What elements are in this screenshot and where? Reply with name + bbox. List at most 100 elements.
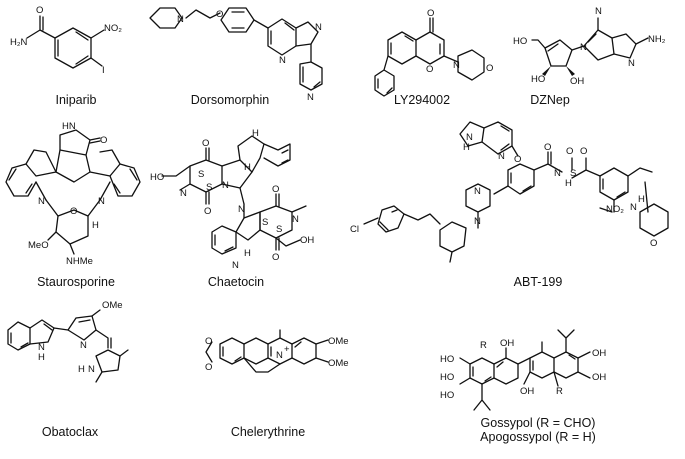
atom-label: N xyxy=(222,180,229,191)
atom-label: O xyxy=(272,184,279,195)
molecule-chelerythrine: O O N + OMe OMe Chelerythrine xyxy=(205,329,349,439)
atom-label: HO xyxy=(440,354,454,365)
atom-label: N xyxy=(232,260,239,271)
atom-label: Cl xyxy=(350,224,359,235)
atom-label: NH₂ xyxy=(648,34,666,45)
atom-label: H xyxy=(463,142,470,153)
atom-label: O xyxy=(486,63,493,74)
atom-label: N xyxy=(630,202,637,213)
atom-label: MeO xyxy=(28,240,49,251)
atom-label: OH xyxy=(570,76,584,87)
atom-label: N xyxy=(292,214,299,225)
atom-label: N xyxy=(177,14,184,25)
atom-label: NO₂ xyxy=(104,23,122,34)
atom-label: N xyxy=(88,364,95,375)
atom-label: I xyxy=(102,65,105,76)
atom-label: N xyxy=(453,60,460,71)
atom-label: O xyxy=(272,252,279,263)
atom-label: O xyxy=(100,135,107,146)
atom-label: O xyxy=(216,9,223,20)
atom-label: H xyxy=(92,220,99,231)
atom-label: OH xyxy=(500,338,514,349)
compound-name: Obatoclax xyxy=(42,425,99,439)
atom-label: H xyxy=(638,194,645,205)
compound-name: Chelerythrine xyxy=(231,425,305,439)
atom-label: O xyxy=(36,5,43,16)
atom-label: OMe xyxy=(328,358,349,369)
atom-label: O xyxy=(205,336,212,347)
molecule-gossypol: R OH HO HO HO OH OH OH R Gossypol (R = C… xyxy=(440,329,606,444)
atom-label: N xyxy=(98,196,105,207)
atom-label: HN xyxy=(62,121,76,132)
atom-label: H xyxy=(244,162,251,173)
compound-name-secondary: Apogossypol (R = H) xyxy=(480,430,596,444)
atom-label: HO xyxy=(440,372,454,383)
atom-label: R xyxy=(556,386,563,397)
atom-label: O xyxy=(650,238,657,249)
atom-label: N xyxy=(554,168,561,179)
atom-label: HO xyxy=(513,36,527,47)
atom-label: O xyxy=(566,146,573,157)
atom-label: O xyxy=(205,362,212,373)
molecule-iniparib: O H₂N NO₂ I Iniparib xyxy=(10,5,122,107)
atom-label: N xyxy=(38,196,45,207)
atom-label: O xyxy=(426,64,433,75)
atom-label: OH xyxy=(592,348,606,359)
atom-label: O xyxy=(202,138,209,149)
atom-label: OMe xyxy=(328,336,349,347)
atom-label: H xyxy=(565,178,572,189)
atom-label: H xyxy=(78,364,85,375)
atom-label: OH xyxy=(300,235,314,246)
atom-label: OH xyxy=(592,372,606,383)
molecule-abt-199: N H N O O O S O H N N N H Cl N NO₂ O ABT… xyxy=(350,121,669,289)
atom-label: S xyxy=(262,217,268,228)
atom-label: N xyxy=(276,350,283,361)
atom-label: O xyxy=(514,154,521,165)
atom-label: N xyxy=(238,204,245,215)
atom-label: N xyxy=(307,92,314,103)
atom-label: S xyxy=(570,168,576,179)
atom-label: N xyxy=(474,216,481,227)
atom-label: OH xyxy=(520,386,534,397)
atom-label: N xyxy=(580,42,587,53)
atom-label: HO xyxy=(150,172,164,183)
atom-label: N xyxy=(38,342,45,353)
molecule-dznep: HO N N NH₂ N HO OH DZNep xyxy=(513,6,666,107)
atom-label: N xyxy=(279,55,286,66)
atom-label: OMe xyxy=(102,300,123,311)
atom-label: R xyxy=(480,340,487,351)
atom-label: N xyxy=(498,151,505,162)
molecule-dorsomorphin: N O N N N Dorsomorphin xyxy=(149,7,323,107)
atom-label: N xyxy=(315,22,322,33)
compound-name: Gossypol (R = CHO) xyxy=(481,416,596,430)
atom-label: S xyxy=(198,169,204,180)
compound-name: LY294002 xyxy=(394,93,450,107)
atom-label: O xyxy=(204,206,211,217)
compound-name: DZNep xyxy=(530,93,570,107)
molecule-obatoclax: OMe N H N N H Obatoclax xyxy=(7,300,129,439)
atom-label: O xyxy=(544,142,551,153)
atom-label: N xyxy=(80,340,87,351)
atom-label: + xyxy=(284,344,290,355)
molecule-chaetocin: O HO N S S N H O H N O S S N OH O N H Ch… xyxy=(150,128,314,289)
compound-name: Iniparib xyxy=(56,93,97,107)
atom-label: H₂N xyxy=(10,37,28,48)
atom-label: N xyxy=(180,188,187,199)
atom-label: N xyxy=(595,6,602,17)
atom-label: S xyxy=(206,182,212,193)
atom-label: H xyxy=(244,248,251,259)
atom-label: N xyxy=(474,186,481,197)
compound-name: Staurosporine xyxy=(37,275,115,289)
atom-label: O xyxy=(580,146,587,157)
molecule-staurosporine: O HN N N O H MeO NHMe Staurosporine xyxy=(5,121,141,289)
molecule-ly294002: O O N O LY294002 xyxy=(374,8,493,107)
atom-label: N xyxy=(628,58,635,69)
atom-label: HO xyxy=(531,74,545,85)
compound-name: ABT-199 xyxy=(514,275,563,289)
compound-name: Dorsomorphin xyxy=(191,93,270,107)
atom-label: H xyxy=(38,352,45,363)
atom-label: H xyxy=(252,128,259,139)
atom-label: O xyxy=(427,8,434,19)
atom-label: O xyxy=(70,206,77,217)
